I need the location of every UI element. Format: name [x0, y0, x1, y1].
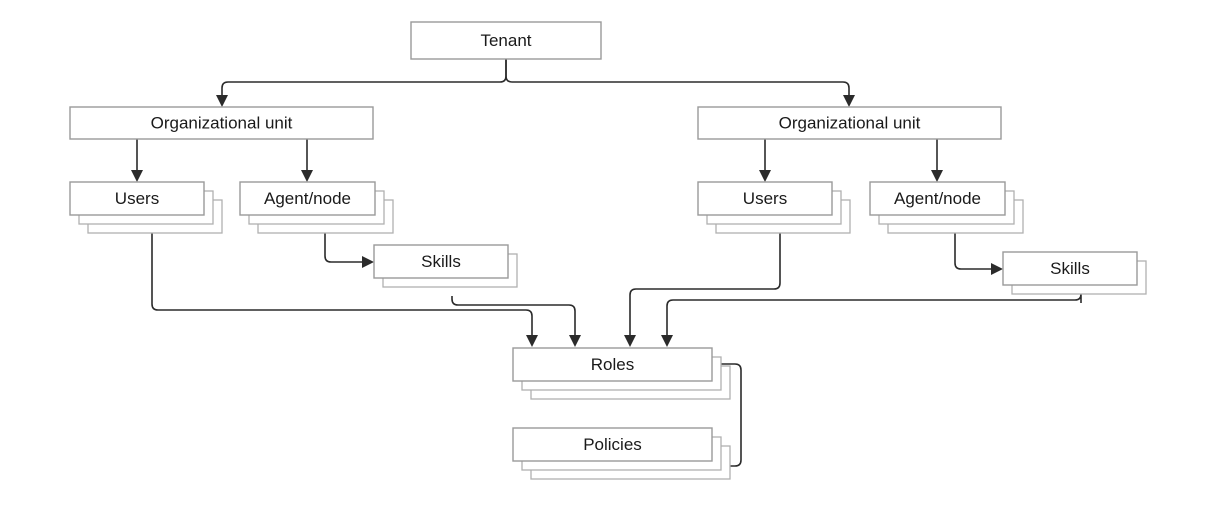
edge-tenant-to-ou-right — [505, 59, 855, 107]
node-box-users-right[interactable] — [697, 181, 833, 216]
edge-users-right-to-roles — [624, 233, 781, 347]
node-box-policies[interactable] — [512, 427, 713, 462]
edge-skills-right-to-roles — [661, 293, 1082, 347]
node-box-skills-right[interactable] — [1002, 251, 1138, 286]
node-box-skills-left[interactable] — [373, 244, 509, 279]
node-label-skills-left: Skills — [421, 252, 461, 271]
node-label-ou-left: Organizational unit — [151, 113, 293, 132]
node-roles[interactable]: Roles — [512, 347, 731, 400]
arrow-head-icon — [759, 170, 771, 182]
node-users-left[interactable]: Users — [69, 181, 223, 234]
node-agent-left[interactable]: Agent/node — [239, 181, 394, 234]
edge-ou-right-to-users-right — [759, 139, 771, 182]
edge-agent-right-to-skills-right — [954, 233, 1003, 275]
arrow-head-icon — [931, 170, 943, 182]
node-users-right[interactable]: Users — [697, 181, 851, 234]
node-policies[interactable]: Policies — [512, 427, 731, 480]
arrow-head-icon — [569, 335, 581, 347]
arrow-head-icon — [131, 170, 143, 182]
node-label-skills-right: Skills — [1050, 259, 1090, 278]
arrow-head-icon — [526, 335, 538, 347]
node-label-roles: Roles — [591, 355, 634, 374]
arrow-head-icon — [843, 95, 855, 107]
node-box-ou-left[interactable] — [69, 106, 374, 140]
arrow-head-icon — [301, 170, 313, 182]
node-label-agent-right: Agent/node — [894, 189, 981, 208]
node-ou-left[interactable]: Organizational unit — [69, 106, 374, 140]
node-agent-right[interactable]: Agent/node — [869, 181, 1024, 234]
arrow-head-icon — [216, 95, 228, 107]
edge-tenant-to-ou-left — [216, 59, 507, 107]
node-label-agent-left: Agent/node — [264, 189, 351, 208]
node-label-users-left: Users — [115, 189, 159, 208]
node-ou-right[interactable]: Organizational unit — [697, 106, 1002, 140]
node-label-users-right: Users — [743, 189, 787, 208]
arrow-head-icon — [362, 256, 374, 268]
edge-ou-left-to-users-left — [131, 139, 143, 182]
edge-ou-right-to-agent-right — [931, 139, 943, 182]
node-tenant[interactable]: Tenant — [410, 21, 602, 60]
node-box-tenant[interactable] — [410, 21, 602, 60]
edge-skills-left-to-roles — [451, 296, 581, 347]
node-label-tenant: Tenant — [480, 31, 531, 50]
arrow-head-icon — [991, 263, 1003, 275]
edge-layer — [131, 59, 1082, 472]
node-label-ou-right: Organizational unit — [779, 113, 921, 132]
node-box-ou-right[interactable] — [697, 106, 1002, 140]
edge-agent-left-to-skills-left — [324, 233, 374, 268]
node-skills-left[interactable]: Skills — [373, 244, 518, 288]
node-box-agent-right[interactable] — [869, 181, 1006, 216]
arrow-head-icon — [624, 335, 636, 347]
node-box-roles[interactable] — [512, 347, 713, 382]
edge-ou-left-to-agent-left — [301, 139, 313, 182]
node-box-users-left[interactable] — [69, 181, 205, 216]
node-skills-right[interactable]: Skills — [1002, 251, 1147, 295]
node-box-agent-left[interactable] — [239, 181, 376, 216]
node-label-policies: Policies — [583, 435, 642, 454]
edge-users-left-to-roles — [151, 233, 538, 347]
arrow-head-icon — [661, 335, 673, 347]
